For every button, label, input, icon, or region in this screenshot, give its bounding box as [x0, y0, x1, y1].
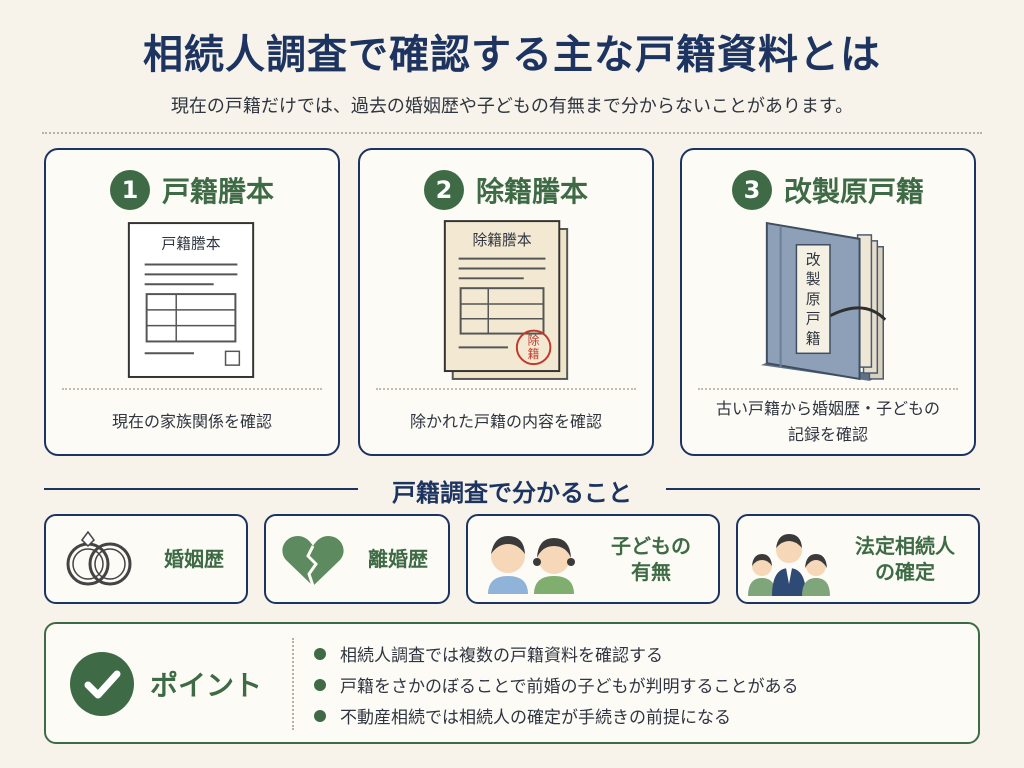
- tile-children: 子どもの 有無: [466, 514, 720, 604]
- rings-icon: [66, 530, 132, 586]
- card-description: 古い戸籍から婚姻歴・子どもの 記録を確認: [692, 398, 964, 446]
- stamp-char: 除: [528, 333, 540, 347]
- book-label-char: 原: [806, 291, 821, 308]
- tile-legal-heirs: 法定相続人 の確定: [736, 514, 980, 604]
- point-item-text: 戸籍をさかのぼることで前婚の子どもが判明することがある: [340, 677, 799, 697]
- card-divider: [698, 388, 958, 390]
- page-title: 相続人調査で確認する主な戸籍資料とは: [143, 32, 881, 78]
- card-divider: [62, 388, 322, 390]
- tile-label-line: 有無: [631, 560, 671, 584]
- checkmark-icon: [70, 652, 134, 716]
- point-item-text: 相続人調査では複数の戸籍資料を確認する: [340, 646, 663, 666]
- bound-book-icon: 改 製 原 戸 籍: [760, 221, 887, 381]
- point-item: 不動産相続では相続人の確定が手続きの前提になる: [314, 700, 799, 731]
- children-icon: [488, 536, 575, 594]
- card-description-text: 古い戸籍から婚姻歴・子どもの 記録を確認: [716, 396, 940, 447]
- card-kaisei-genkoseki: 3 改製原戸籍 改 製 原 戸 籍 古い戸籍から婚姻歴・子どもの 記録を確認: [680, 148, 976, 456]
- document-label: 除籍謄本: [472, 232, 531, 249]
- card-title: 改製原戸籍: [783, 175, 924, 208]
- card-description-text: 現在の家族関係を確認: [111, 412, 272, 432]
- card-joseki-tohon: 2 除籍謄本 除籍謄本 除 籍 除かれた戸籍の内容を確認: [358, 148, 654, 456]
- card-header: 3 改製原戸籍: [682, 170, 974, 210]
- card-title: 戸籍謄本: [161, 175, 274, 208]
- point-divider: [292, 638, 294, 730]
- stamp-char: 籍: [528, 347, 540, 361]
- document-label: 戸籍謄本: [161, 236, 220, 253]
- section-title: 戸籍調査で分かること: [392, 479, 632, 507]
- tile-label: 婚姻歴: [142, 516, 246, 602]
- card-header: 2 除籍謄本: [360, 170, 652, 210]
- card-koseki-tohon: 1 戸籍謄本 戸籍謄本 現在の家族関係を確認: [44, 148, 340, 456]
- card-divider: [376, 388, 636, 390]
- point-item: 相続人調査では複数の戸籍資料を確認する: [314, 638, 799, 669]
- section-rule-left: [44, 488, 358, 490]
- section-rule-right: [666, 488, 980, 490]
- book-label-char: 戸: [806, 311, 821, 328]
- tile-label-line: 法定相続人: [855, 534, 955, 558]
- tile-label-line: の確定: [875, 560, 935, 584]
- card-number-badge: 1: [109, 170, 150, 210]
- bullet-icon: [314, 678, 326, 691]
- point-item: 戸籍をさかのぼることで前婚の子どもが判明することがある: [314, 669, 799, 700]
- tile-label: 子どもの 有無: [586, 516, 716, 602]
- removed-register-document-icon: 除籍謄本 除 籍: [443, 220, 569, 380]
- tile-label: 法定相続人 の確定: [834, 516, 976, 602]
- point-item-text: 不動産相続では相続人の確定が手続きの前提になる: [340, 708, 731, 728]
- tile-label-text: 離婚歴: [368, 547, 428, 571]
- tile-label-text: 婚姻歴: [164, 547, 224, 571]
- page-subtitle: 現在の戸籍だけでは、過去の婚姻歴や子どもの有無まで分からないことがあります。: [170, 96, 854, 117]
- book-label-char: 製: [806, 271, 821, 288]
- card-description: 除かれた戸籍の内容を確認: [370, 398, 642, 446]
- family-icon: [748, 534, 830, 596]
- card-title: 除籍謄本: [475, 175, 588, 208]
- tile-label: 離婚歴: [348, 516, 448, 602]
- card-header: 1 戸籍謄本: [46, 170, 338, 210]
- point-title: ポイント: [150, 669, 263, 702]
- card-description-line: 古い戸籍から婚姻歴・子どもの: [715, 399, 940, 419]
- point-list: 相続人調査では複数の戸籍資料を確認する 戸籍をさかのぼることで前婚の子どもが判明…: [314, 638, 799, 731]
- point-box: ポイント 相続人調査では複数の戸籍資料を確認する 戸籍をさかのぼることで前婚の子…: [44, 622, 980, 744]
- card-number-badge: 2: [423, 170, 464, 210]
- bullet-icon: [314, 709, 326, 722]
- tile-marriage-history: 婚姻歴: [44, 514, 248, 604]
- card-number-badge: 3: [731, 170, 772, 210]
- card-description-line: 記録を確認: [787, 425, 868, 444]
- broken-heart-icon: [282, 536, 344, 587]
- header-divider: [42, 132, 982, 134]
- book-label-char: 改: [806, 252, 821, 269]
- book-label-char: 籍: [806, 330, 821, 347]
- tile-label-line: 子どもの: [611, 534, 691, 558]
- tile-divorce-history: 離婚歴: [264, 514, 450, 604]
- card-description-text: 除かれた戸籍の内容を確認: [409, 412, 602, 432]
- stamp-icon: 除 籍: [515, 329, 552, 366]
- bullet-icon: [314, 647, 326, 660]
- card-description: 現在の家族関係を確認: [56, 398, 328, 446]
- document-icon: 戸籍謄本: [127, 222, 255, 378]
